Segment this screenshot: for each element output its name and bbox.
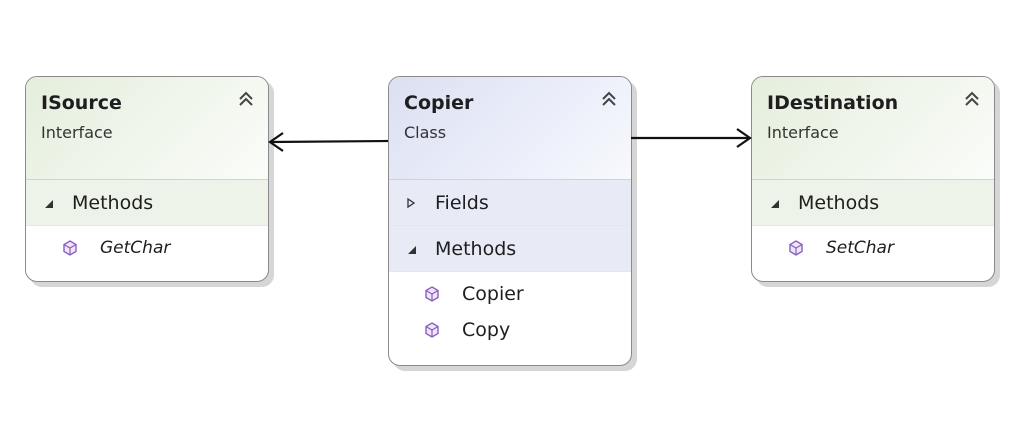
copier-methods-section[interactable]: Methods bbox=[389, 226, 631, 272]
member-copier[interactable]: Copier bbox=[389, 276, 631, 312]
copier-name: Copier bbox=[404, 92, 474, 114]
isource-interface-shape[interactable]: ISource Interface Methods GetChar bbox=[25, 76, 269, 282]
association-copier-to-isource[interactable] bbox=[268, 132, 389, 152]
collapse-chevrons-icon[interactable] bbox=[599, 89, 619, 109]
isource-name: ISource bbox=[41, 92, 122, 114]
method-cube-icon bbox=[425, 322, 439, 338]
isource-header: ISource Interface bbox=[26, 77, 268, 180]
copier-class-shape[interactable]: Copier Class Fields Methods Copier bbox=[388, 76, 632, 366]
association-copier-to-idestination[interactable] bbox=[631, 128, 752, 148]
isource-kind: Interface bbox=[41, 123, 113, 142]
isource-methods-section[interactable]: Methods bbox=[26, 180, 268, 226]
idestination-methods-section[interactable]: Methods bbox=[752, 180, 994, 226]
member-label: GetChar bbox=[100, 238, 171, 258]
copier-fields-section[interactable]: Fields bbox=[389, 180, 631, 226]
member-label: SetChar bbox=[826, 238, 894, 258]
section-label: Fields bbox=[435, 191, 489, 214]
copier-kind: Class bbox=[404, 123, 447, 142]
expanded-triangle-icon bbox=[408, 245, 416, 254]
method-cube-icon bbox=[425, 286, 439, 302]
member-label: Copy bbox=[462, 319, 511, 341]
collapsed-triangle-icon bbox=[407, 197, 416, 208]
member-label: Copier bbox=[462, 283, 524, 305]
idestination-interface-shape[interactable]: IDestination Interface Methods SetChar bbox=[751, 76, 995, 282]
member-copy[interactable]: Copy bbox=[389, 312, 631, 348]
idestination-kind: Interface bbox=[767, 123, 839, 142]
member-setchar[interactable]: SetChar bbox=[752, 230, 994, 266]
expanded-triangle-icon bbox=[771, 199, 779, 208]
member-getchar[interactable]: GetChar bbox=[26, 230, 268, 266]
idestination-header: IDestination Interface bbox=[752, 77, 994, 180]
section-label: Methods bbox=[435, 237, 517, 260]
copier-header: Copier Class bbox=[389, 77, 631, 180]
method-cube-icon bbox=[63, 240, 77, 256]
section-label: Methods bbox=[72, 191, 154, 214]
expanded-triangle-icon bbox=[45, 199, 53, 208]
section-label: Methods bbox=[798, 191, 880, 214]
method-cube-icon bbox=[789, 240, 803, 256]
collapse-chevrons-icon[interactable] bbox=[236, 89, 256, 109]
collapse-chevrons-icon[interactable] bbox=[962, 89, 982, 109]
idestination-name: IDestination bbox=[767, 92, 899, 114]
